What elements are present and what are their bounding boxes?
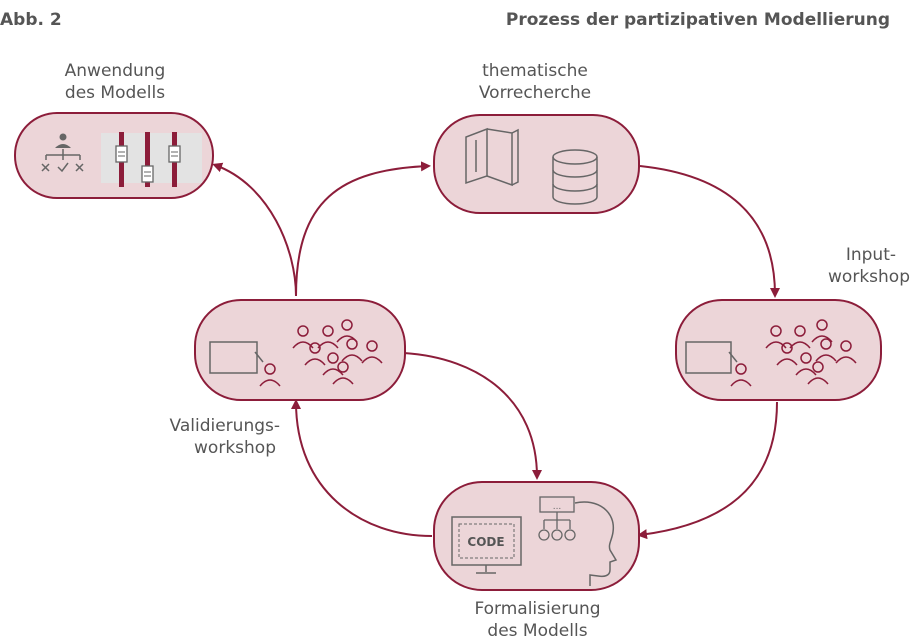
presentation-board-icon: [685, 341, 738, 374]
decision-tree-icon: [41, 133, 84, 173]
stage-label-line: Anwendung: [64, 61, 166, 81]
stage-label-validation: Validierungs- workshop: [140, 415, 280, 459]
audience-group-icon: [765, 319, 857, 385]
stage-label-application: Anwendung des Modells: [30, 60, 200, 104]
stage-label-formalization: Formalisierung des Modells: [450, 598, 625, 642]
stage-label-line: Input-: [845, 245, 896, 265]
database-icon: [552, 149, 598, 205]
stage-label-line: Formalisierung: [474, 599, 601, 619]
stage-label-line: workshop: [194, 438, 276, 458]
arrow-input-to-formalization: [637, 401, 778, 540]
presenter-icon: [730, 363, 752, 387]
stage-label-line: Vorrecherche: [478, 83, 592, 103]
stage-box-research: [433, 114, 640, 214]
dots-text: ...: [553, 502, 562, 512]
code-text: CODE: [467, 535, 504, 549]
book-icon: [465, 127, 519, 187]
stage-box-application: [14, 112, 214, 199]
stage-box-formalization: CODE ...: [433, 481, 640, 591]
presentation-board-icon: [209, 341, 264, 374]
stage-label-line: thematische: [482, 61, 588, 81]
arrow-validation-to-formalization: [403, 352, 542, 480]
stage-label-research: thematische Vorrecherche: [450, 60, 620, 104]
figure-label: Abb. 2: [0, 10, 62, 30]
audience-group-icon: [292, 319, 383, 385]
flowchart-icon: ...: [538, 496, 576, 541]
stage-label-line: workshop: [828, 267, 910, 287]
stage-box-validation: [194, 299, 406, 401]
figure-title: Prozess der partizipativen Modellierung: [505, 10, 890, 30]
stage-label-line: des Modells: [64, 83, 166, 103]
arrow-validation-to-research: [295, 161, 431, 297]
stage-label-line: des Modells: [487, 621, 588, 641]
sliders-icon: [101, 132, 202, 187]
stage-label-input: Input- workshop: [780, 244, 910, 288]
arrow-validation-to-application: [212, 162, 297, 297]
stage-box-input: [675, 299, 882, 401]
presenter-icon: [259, 363, 281, 387]
arrow-formalization-to-validation: [291, 399, 433, 537]
arrow-research-to-input: [639, 165, 780, 298]
head-profile-icon: [574, 501, 618, 586]
monitor-code-icon: CODE: [451, 516, 522, 574]
stage-label-line: Validierungs-: [169, 416, 280, 436]
